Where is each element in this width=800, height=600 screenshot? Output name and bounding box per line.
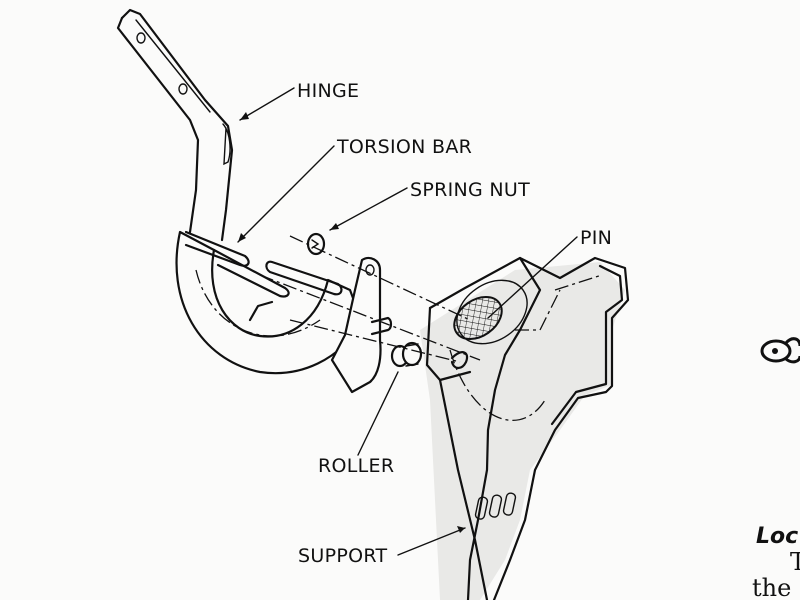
roller-part	[390, 341, 423, 368]
support-part	[420, 256, 630, 600]
center-lines	[259, 235, 481, 363]
label-hinge: HINGE	[297, 80, 359, 102]
label-spring-nut: SPRING NUT	[410, 179, 530, 201]
label-roller: ROLLER	[318, 455, 394, 477]
bracket-plate-part	[330, 256, 393, 394]
body-text-fragment-1: T	[790, 548, 800, 576]
label-pin: PIN	[580, 227, 612, 249]
leader-lines	[237, 87, 578, 556]
chain-link-icon	[760, 337, 800, 364]
label-support: SUPPORT	[298, 545, 387, 567]
hinge-part	[116, 8, 364, 375]
torsion-bar-part	[265, 260, 343, 296]
section-heading-fragment: Loc	[756, 524, 798, 549]
body-text-fragment-2: the	[752, 574, 791, 600]
label-torsion-bar: TORSION BAR	[336, 136, 472, 158]
